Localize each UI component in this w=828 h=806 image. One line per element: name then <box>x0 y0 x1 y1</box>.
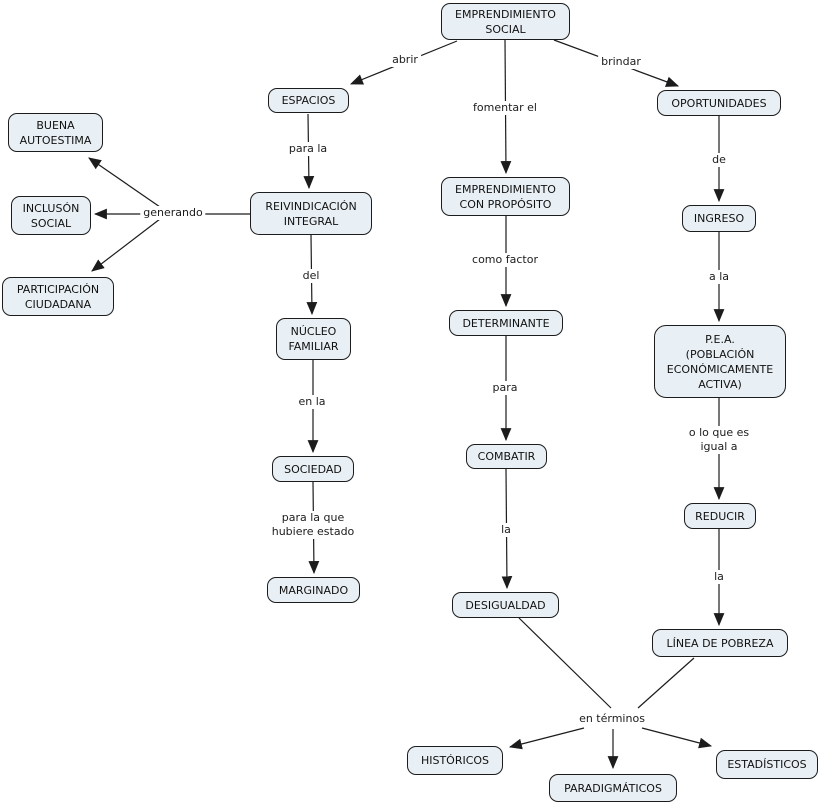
concept-estadisticos[interactable]: ESTADÍSTICOS <box>716 750 818 779</box>
link-label-en-la[interactable]: en la <box>295 395 329 409</box>
concept-oportunidades[interactable]: OPORTUNIDADES <box>657 90 781 116</box>
link-label-fomentar-el[interactable]: fomentar el <box>470 101 540 115</box>
link-label-a-la[interactable]: a la <box>705 270 733 284</box>
concept-linea-de-pobreza[interactable]: LÍNEA DE POBREZA <box>652 629 788 657</box>
link-label-brindar[interactable]: brindar <box>598 55 644 69</box>
concept-ingreso[interactable]: INGRESO <box>682 205 756 232</box>
concept-sociedad[interactable]: SOCIEDAD <box>272 456 354 482</box>
link-label-del[interactable]: del <box>299 269 323 283</box>
link-label-para[interactable]: para <box>489 381 521 395</box>
concept-nucleo-familiar[interactable]: NÚCLEO FAMILIAR <box>276 318 351 360</box>
link-label-la-reducir[interactable]: la <box>711 570 727 584</box>
concept-marginado[interactable]: MARGINADO <box>267 577 360 603</box>
link-label-para-la-que-hubiere-estado[interactable]: para la que hubiere estado <box>268 511 358 539</box>
concept-determinante[interactable]: DETERMINANTE <box>449 310 563 336</box>
link-label-en-terminos[interactable]: en términos <box>576 712 648 726</box>
concept-emprendimiento-social[interactable]: EMPRENDIMIENTO SOCIAL <box>441 3 570 40</box>
concept-reivindicacion-integral[interactable]: REIVINDICACIÓN INTEGRAL <box>250 192 372 235</box>
concept-espacios[interactable]: ESPACIOS <box>268 88 349 113</box>
concept-pea[interactable]: P.E.A. (POBLACIÓN ECONÓMICAMENTE ACTIVA) <box>654 325 786 398</box>
link-label-para-la[interactable]: para la <box>285 142 331 156</box>
link-label-como-factor[interactable]: como factor <box>469 253 541 267</box>
concept-paradigmaticos[interactable]: PARADIGMÁTICOS <box>549 774 677 802</box>
concept-desigualdad[interactable]: DESIGUALDAD <box>452 592 559 618</box>
link-label-o-lo-que-es-igual-a[interactable]: o lo que es igual a <box>685 426 753 454</box>
concept-historicos[interactable]: HISTÓRICOS <box>407 746 503 775</box>
link-label-abrir[interactable]: abrir <box>389 53 421 67</box>
link-label-generando[interactable]: generando <box>140 206 206 220</box>
concept-reducir[interactable]: REDUCIR <box>684 503 756 529</box>
link-label-la-combatir[interactable]: la <box>498 523 514 537</box>
concept-combatir[interactable]: COMBATIR <box>466 444 547 469</box>
concept-participacion-ciudadana[interactable]: PARTICIPACIÓN CIUDADANA <box>2 277 114 316</box>
concept-emprendimiento-con-proposito[interactable]: EMPRENDIMIENTO CON PROPÓSITO <box>441 177 570 216</box>
concept-inclusion-social[interactable]: INCLUSÓN SOCIAL <box>11 196 91 235</box>
concept-buena-autoestima[interactable]: BUENA AUTOESTIMA <box>8 113 103 152</box>
link-label-de[interactable]: de <box>709 153 729 167</box>
